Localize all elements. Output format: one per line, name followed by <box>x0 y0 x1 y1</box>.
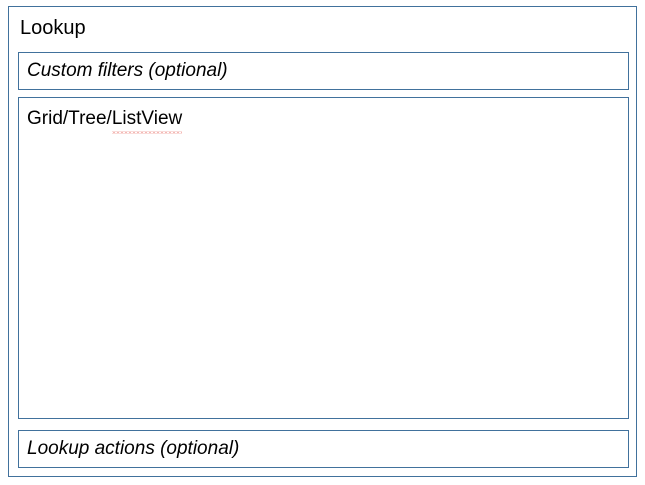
lookup-actions-label: Lookup actions (optional) <box>27 438 240 459</box>
custom-filters-region[interactable]: Custom filters (optional) <box>18 52 629 90</box>
lookup-actions-region[interactable]: Lookup actions (optional) <box>18 430 629 468</box>
grid-tree-listview-label: Grid/Tree/ListView <box>27 107 183 134</box>
page-title: Lookup <box>20 17 86 39</box>
grid-label-prefix: Grid/Tree/ <box>27 108 112 129</box>
grid-label-misspelled-word: ListView <box>111 108 183 134</box>
custom-filters-label: Custom filters (optional) <box>27 60 228 81</box>
lookup-panel: Lookup Custom filters (optional) Grid/Tr… <box>8 6 637 477</box>
grid-tree-listview-region[interactable]: Grid/Tree/ListView <box>18 97 629 419</box>
